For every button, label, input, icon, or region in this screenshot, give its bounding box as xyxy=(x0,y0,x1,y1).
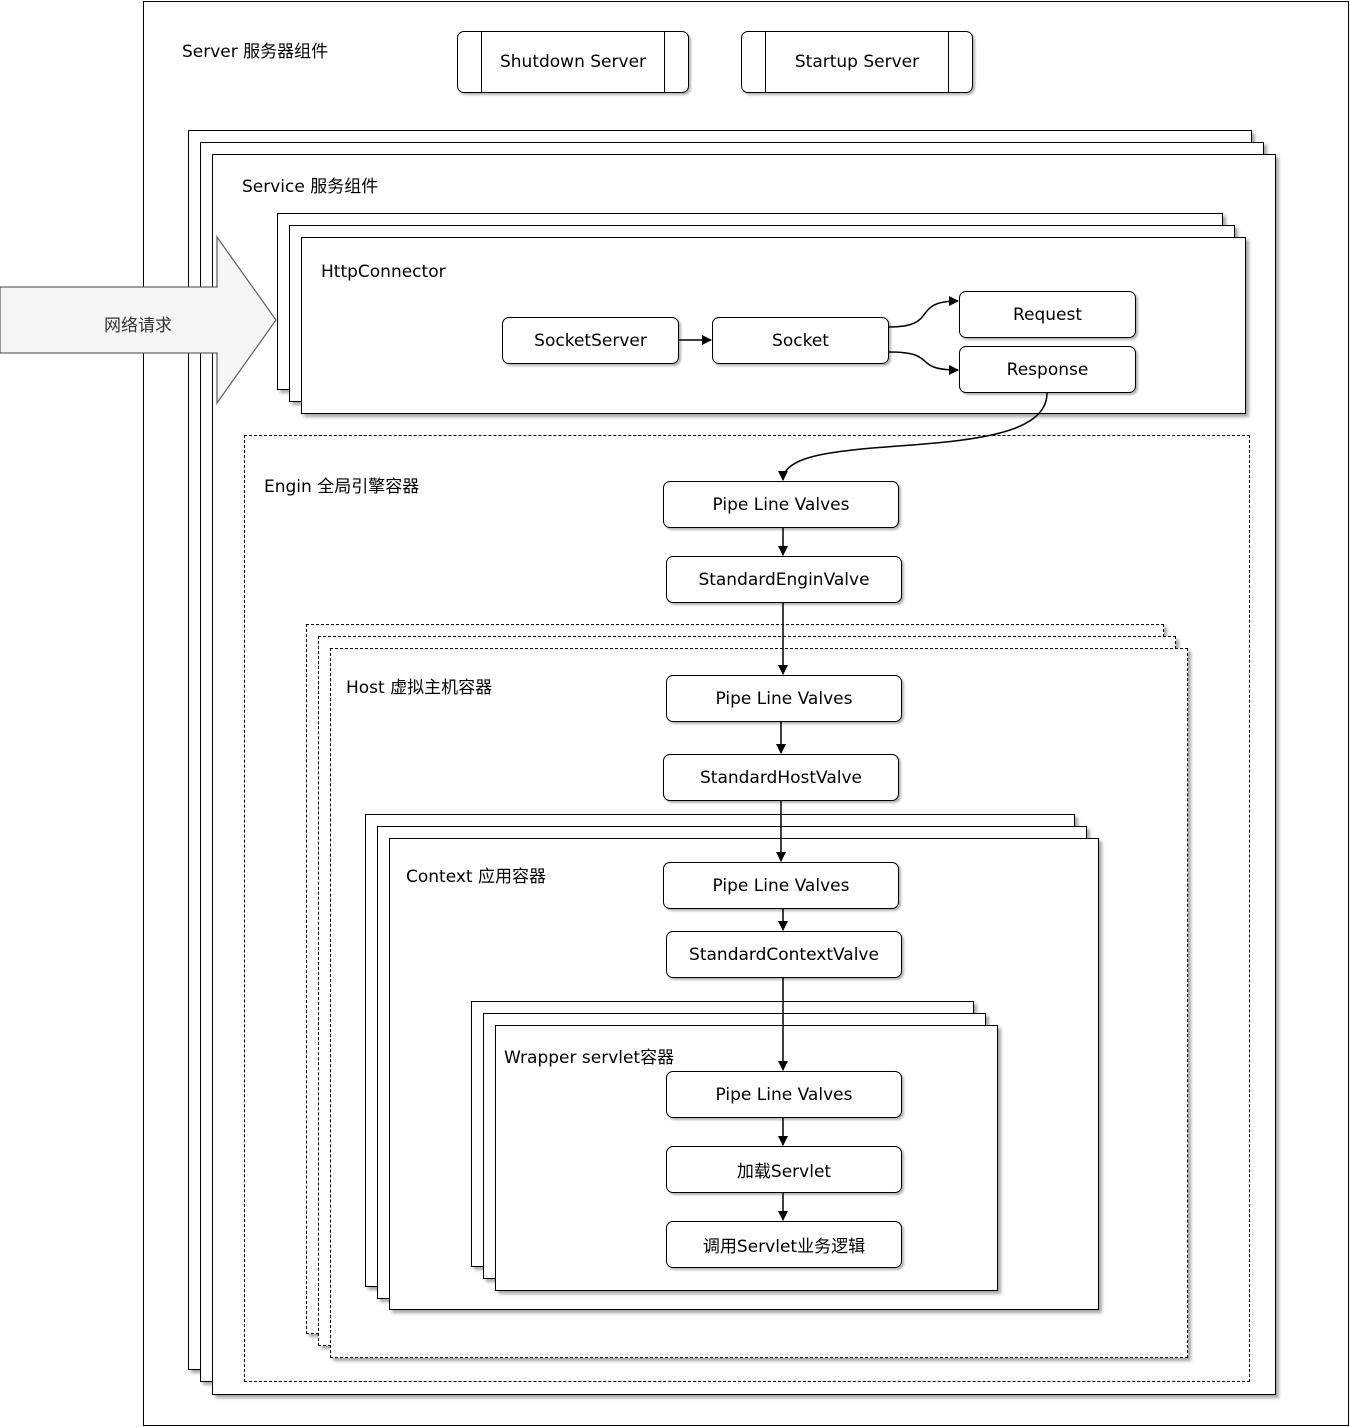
host-pipeline-node[interactable]: Pipe Line Valves xyxy=(666,675,902,722)
wrapper-pipeline-node[interactable]: Pipe Line Valves xyxy=(666,1071,902,1118)
engine-pipeline-node[interactable]: Pipe Line Valves xyxy=(663,481,899,528)
wrapper-pipeline-label: Pipe Line Valves xyxy=(715,1084,853,1105)
wrapper-label: Wrapper servlet容器 xyxy=(504,1048,675,1068)
invoke-servlet-label: 调用Servlet业务逻辑 xyxy=(702,1237,866,1257)
socket-label: Socket xyxy=(772,330,829,351)
engine-valve-label: StandardEnginValve xyxy=(698,569,870,590)
engine-label: Engin 全局引擎容器 xyxy=(264,477,420,497)
invoke-servlet-node[interactable]: 调用Servlet业务逻辑 xyxy=(666,1221,902,1268)
response-label: Response xyxy=(1006,359,1089,380)
socket-server-node[interactable]: SocketServer xyxy=(502,317,679,364)
socket-node[interactable]: Socket xyxy=(712,317,889,364)
context-label: Context 应用容器 xyxy=(406,867,547,887)
load-servlet-label: 加载Servlet xyxy=(736,1162,832,1182)
host-valve-label: StandardHostValve xyxy=(699,767,862,788)
socket-server-label: SocketServer xyxy=(534,330,647,351)
network-request-label: 网络请求 xyxy=(104,316,172,336)
context-pipeline-node[interactable]: Pipe Line Valves xyxy=(663,862,899,909)
response-node[interactable]: Response xyxy=(959,346,1136,393)
context-valve-node[interactable]: StandardContextValve xyxy=(666,931,902,978)
startup-server-label: Startup Server xyxy=(794,52,920,72)
shutdown-server-label: Shutdown Server xyxy=(499,52,647,72)
engine-pipeline-label: Pipe Line Valves xyxy=(712,494,850,515)
service-label: Service 服务组件 xyxy=(242,177,379,197)
shutdown-server-button[interactable]: Shutdown Server xyxy=(457,31,689,93)
server-label: Server 服务器组件 xyxy=(182,42,329,62)
host-label: Host 虚拟主机容器 xyxy=(346,678,493,698)
load-servlet-node[interactable]: 加载Servlet xyxy=(666,1146,902,1193)
connector-label: HttpConnector xyxy=(321,262,446,282)
engine-valve-node[interactable]: StandardEnginValve xyxy=(666,556,902,603)
context-pipeline-label: Pipe Line Valves xyxy=(712,875,850,896)
context-valve-label: StandardContextValve xyxy=(689,944,879,965)
host-pipeline-label: Pipe Line Valves xyxy=(715,688,853,709)
startup-server-button[interactable]: Startup Server xyxy=(741,31,973,93)
request-node[interactable]: Request xyxy=(959,291,1136,338)
host-valve-node[interactable]: StandardHostValve xyxy=(663,754,899,801)
request-label: Request xyxy=(1012,304,1083,325)
